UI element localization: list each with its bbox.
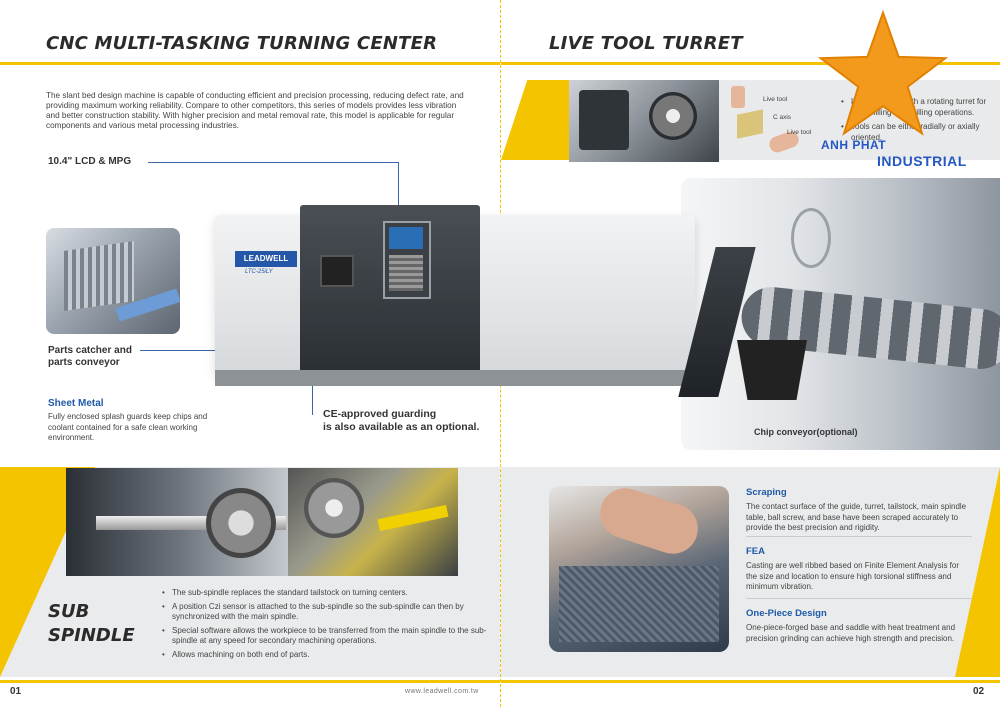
sub-spindle-photo-1 — [66, 468, 294, 576]
diagram-label-live-tool-top: Live tool — [763, 96, 788, 103]
watermark-line1: ANH PHAT — [821, 138, 887, 152]
page-number-left: 01 — [10, 686, 22, 697]
sub-spindle-photo-2 — [288, 468, 458, 576]
chip-conveyor-label: Chip conveyor(optional) — [754, 427, 858, 437]
ce-callout-line1: CE-approved guarding — [323, 408, 437, 420]
feature-one-piece: One-Piece Design One-piece-forged base a… — [746, 608, 972, 644]
footer-rule-right — [501, 680, 1000, 683]
sub-spindle-bullets: The sub-spindle replaces the standard ta… — [162, 588, 487, 663]
list-item: The sub-spindle replaces the standard ta… — [162, 588, 487, 599]
sub-spindle-title: SUB SPINDLE — [48, 600, 135, 648]
parts-catcher-callout: Parts catcher and parts conveyor — [48, 345, 132, 369]
sheet-metal-title: Sheet Metal — [48, 398, 104, 409]
scraping-photo — [549, 486, 729, 652]
intro-paragraph: The slant bed design machine is capable … — [46, 91, 464, 130]
yellow-accent-tab — [501, 80, 576, 160]
parts-leader-line — [140, 350, 280, 351]
turret-photo — [569, 80, 719, 162]
feature-fea: FEA Casting are well ribbed based on Fin… — [746, 546, 972, 593]
parts-callout-line2: parts conveyor — [48, 357, 120, 368]
chip-bin — [737, 340, 807, 400]
feature-divider — [746, 598, 972, 599]
feature-title: FEA — [746, 546, 765, 557]
title-rule — [0, 62, 500, 65]
lcd-screen — [389, 227, 423, 249]
page-title: CNC MULTI-TASKING TURNING CENTER — [46, 33, 438, 54]
mpg-keypad — [389, 255, 423, 291]
sheet-metal-text: Fully enclosed splash guards keep chips … — [48, 412, 208, 442]
lcd-leader-line-down — [398, 162, 399, 222]
feature-divider — [746, 536, 972, 537]
sub-spindle-title-line1: SUB — [48, 601, 90, 622]
feature-text: Casting are well ribbed based on Finite … — [746, 561, 959, 591]
star-logo-icon — [817, 10, 949, 136]
title-rule-right — [501, 62, 1000, 65]
machine-model: LTC-25iLY — [245, 269, 273, 275]
lcd-callout: 10.4" LCD & MPG — [48, 156, 132, 167]
watermark-line2: INDUSTRIAL — [877, 153, 967, 169]
list-item: A position Czi sensor is attached to the… — [162, 602, 487, 623]
ce-leader-line — [312, 360, 313, 415]
footer-rule — [0, 680, 500, 683]
sub-spindle-title-line2: SPINDLE — [48, 625, 135, 646]
band-yellow-accent-right — [955, 467, 1000, 677]
page-number-right: 02 — [973, 686, 985, 697]
machine-illustration: LEADWELL LTC-25iLY — [205, 185, 807, 400]
feature-title: Scraping — [746, 487, 787, 498]
feature-text: One-piece-forged base and saddle with he… — [746, 623, 956, 643]
list-item: Allows machining on both end of parts. — [162, 650, 487, 661]
parts-catcher-photo — [46, 228, 180, 334]
feature-scraping: Scraping The contact surface of the guid… — [746, 487, 972, 534]
list-item: Special software allows the workpiece to… — [162, 626, 487, 647]
website-link[interactable]: www.leadwell.com.tw — [405, 688, 479, 695]
lcd-leader-line — [148, 162, 398, 163]
page-title-right: LIVE TOOL TURRET — [549, 33, 743, 54]
machine-logo: LEADWELL — [235, 251, 297, 267]
feature-title: One-Piece Design — [746, 608, 827, 619]
feature-text: The contact surface of the guide, turret… — [746, 502, 967, 532]
diagram-label-live-tool-bottom: Live tool — [787, 129, 812, 136]
machine-door-window — [320, 255, 354, 287]
parts-callout-line1: Parts catcher and — [48, 345, 132, 356]
ce-callout-line2: is also available as an optional. — [323, 420, 480, 433]
live-tool-diagram: Live tool C axis Live tool — [723, 82, 833, 158]
diagram-label-c-axis: C axis — [773, 114, 792, 121]
ce-guarding-callout: CE-approved guarding is also available a… — [323, 408, 479, 433]
